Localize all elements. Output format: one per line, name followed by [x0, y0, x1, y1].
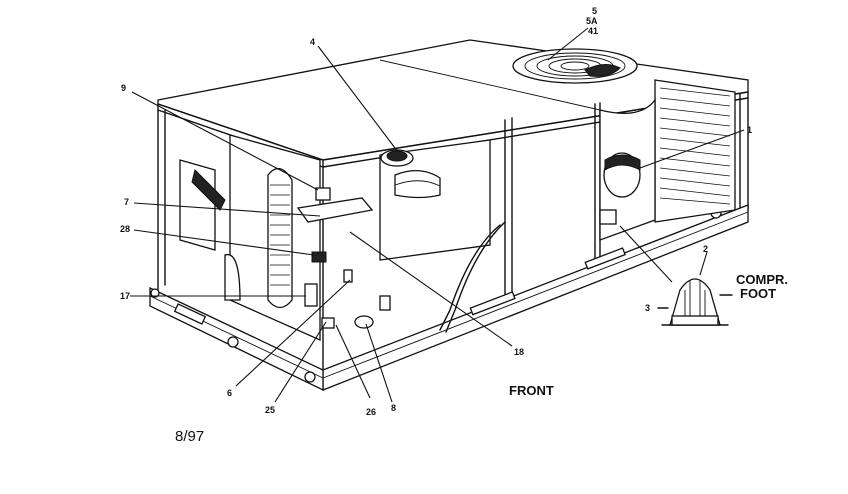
revision-date: 8/97: [175, 428, 204, 445]
condenser-fan-grille: [512, 48, 638, 84]
blower-section: [379, 139, 506, 333]
callout-26: 26: [366, 407, 376, 417]
callout-3: 3: [645, 303, 650, 313]
callout-9: 9: [121, 83, 126, 93]
control-compartment: [179, 134, 374, 342]
callout-8: 8: [391, 403, 396, 413]
callout-17: 17: [120, 291, 130, 301]
condenser-coil: [599, 79, 736, 241]
callout-6: 6: [227, 388, 232, 398]
callout-2: 2: [703, 244, 708, 254]
compr-foot-label-line1: COMPR.: [736, 272, 788, 287]
callout-7: 7: [124, 197, 129, 207]
compr-foot-label-line2: FOOT: [740, 286, 776, 301]
front-label: FRONT: [509, 383, 554, 398]
callout-labels: 5 5A 41 4 9 1 7 28 2 17 3 18 6 8 25 26: [120, 6, 752, 417]
callout-25: 25: [265, 405, 275, 415]
compressor-foot-detail: [657, 278, 733, 326]
leader-lines: [130, 27, 745, 403]
callout-5a: 5A: [586, 16, 598, 26]
callout-18: 18: [514, 347, 524, 357]
callout-41: 41: [588, 26, 598, 36]
callout-4: 4: [310, 37, 315, 47]
callout-1: 1: [747, 125, 752, 135]
callout-5: 5: [592, 6, 597, 16]
callout-28: 28: [120, 224, 130, 234]
